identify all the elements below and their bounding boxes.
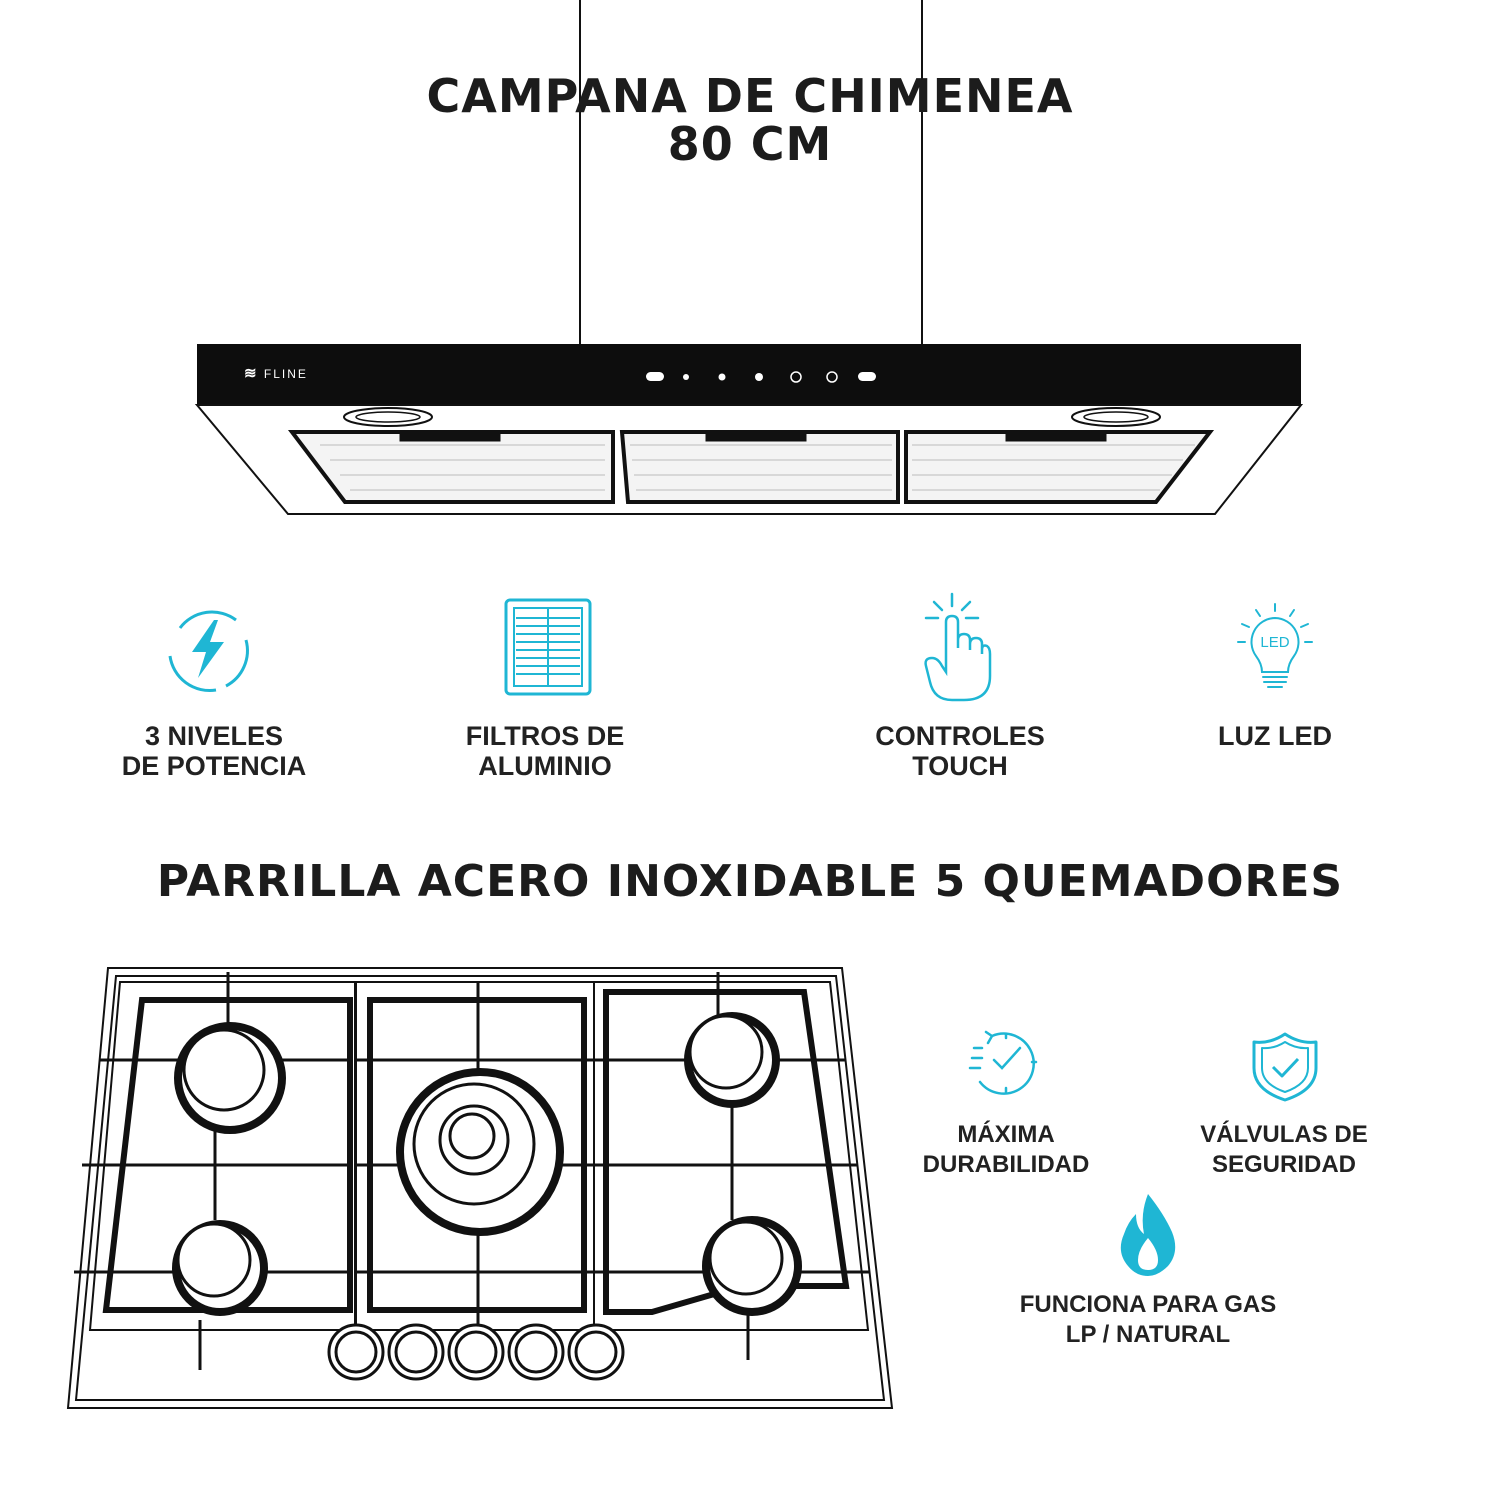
brand-flame-mark: ≋	[244, 365, 259, 382]
led-bulb-icon: LED	[1237, 603, 1313, 688]
range-hood-illustration	[194, 0, 1304, 515]
grill-title: PARRILLA ACERO INOXIDABLE 5 QUEMADORES	[156, 856, 1344, 907]
feature-touch-controls: CONTROLES TOUCH	[875, 721, 1045, 781]
power-levels-icon	[168, 610, 249, 692]
hood-title-line2: 80 CM	[667, 117, 833, 171]
feature-power-levels: 3 NIVELES DE POTENCIA	[121, 721, 307, 781]
gas-cooktop-illustration	[66, 967, 894, 1409]
hood-filters	[287, 430, 1215, 504]
svg-text:LED: LED	[1260, 634, 1289, 651]
hood-brand-name: FLINE	[263, 367, 308, 381]
feature-aluminum-filters: FILTROS DE ALUMINIO	[465, 721, 625, 781]
hood-title: CAMPANA DE CHIMENEA 80 CM	[0, 72, 1500, 168]
gas-flame-icon	[1120, 1194, 1176, 1276]
hood-brand-logo: ≋ FLINE	[244, 364, 308, 382]
aluminum-filter-icon	[504, 598, 592, 696]
touch-hand-icon	[924, 592, 992, 702]
feature-gas-type: FUNCIONA PARA GAS LP / NATURAL	[1019, 1291, 1277, 1348]
feature-durability: MÁXIMA DURABILIDAD	[922, 1121, 1090, 1178]
feature-safety-valves: VÁLVULAS DE SEGURIDAD	[1200, 1121, 1368, 1178]
hood-title-line1: CAMPANA DE CHIMENEA	[426, 69, 1074, 123]
durability-clock-icon	[968, 1030, 1038, 1095]
safety-shield-icon	[1252, 1032, 1318, 1102]
feature-led-light: LUZ LED	[1218, 721, 1332, 751]
